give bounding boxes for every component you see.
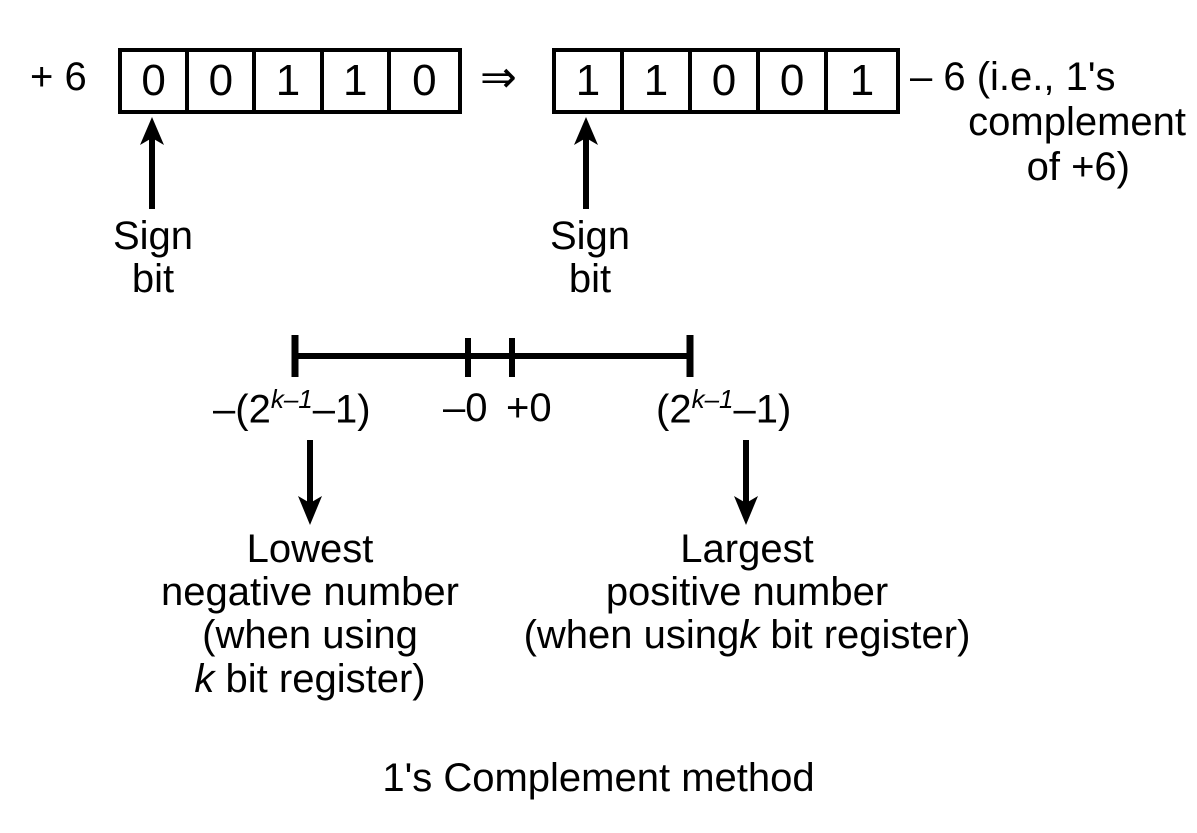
left-sign-bit-label-line2: bit [131,257,175,302]
largest-caption-line3-rest: bit register) [759,613,971,658]
implies-arrow-icon: ⇒ [480,53,517,102]
right-sign-bit-label-line1: Sign [549,214,631,258]
bit-cell: 1 [256,52,324,110]
lowest-caption-line3: (when using [202,613,418,658]
tick-label-largest-exponent: k–1 [691,384,734,414]
largest-value-arrow-down-icon [728,440,764,525]
lowest-caption-line2: negative number [161,570,459,615]
tick-label-lowest-exponent: k–1 [270,384,313,414]
largest-caption-line2: positive number [605,570,889,615]
bit-cell: 0 [412,56,437,105]
largest-positive-number-caption: Largest positive number (when usingk bit… [497,527,997,658]
bit-cell: 1 [624,52,693,110]
left-register: 0 0 1 1 0 [118,48,462,114]
right-value-label-line2: complement [968,99,1186,144]
tick-label-lowest: –(2k–1–1) [213,386,371,429]
left-value-label: + 6 [30,55,87,99]
left-sign-bit-arrow-up-icon [134,117,170,209]
right-value-label: – 6 (i.e., 1's complement of +6) [910,55,1190,189]
bit-cell: 1 [324,52,391,110]
right-sign-bit-label: Sign bit [505,214,675,302]
bit-cell: 1 [849,56,875,105]
number-line [290,332,700,380]
tick-label-largest-prefix: (2 [656,387,692,432]
largest-caption-line3-italic-k: k [739,613,760,658]
lowest-caption-line4-rest: bit register) [214,656,426,701]
bit-cell: 0 [760,52,829,110]
largest-caption-line1: Largest [680,527,814,571]
bit-cell: 1 [556,52,625,110]
tick-label-largest-suffix: –1) [733,387,792,432]
figure-caption: 1's Complement method [382,756,815,800]
bit-cell: 0 [189,52,257,110]
bit-cell: 0 [122,52,190,110]
right-register: 1 1 0 0 1 [552,48,900,114]
largest-caption-line3-prefix: (when using [523,613,740,658]
right-sign-bit-label-line2: bit [568,257,612,302]
lowest-value-arrow-down-icon [292,440,328,525]
left-sign-bit-label: Sign bit [68,214,238,302]
tick-label-plus-zero: +0 [506,386,552,430]
left-sign-bit-label-line1: Sign [112,214,194,258]
tick-label-minus-zero: –0 [443,386,488,430]
lowest-caption-line4: k bit register) [60,656,560,701]
largest-caption-line3: (when usingk bit register) [497,614,997,657]
lowest-caption-line1: Lowest [246,527,374,571]
tick-label-lowest-suffix: –1) [312,387,371,432]
right-value-label-line1: – 6 (i.e., 1's [910,55,1116,99]
tick-label-lowest-prefix: –(2 [213,387,271,432]
right-value-label-line3: of +6) [1026,144,1130,189]
lowest-negative-number-caption: Lowest negative number (when using k bit… [60,527,560,701]
tick-label-largest: (2k–1–1) [656,386,791,429]
bit-cell: 0 [692,52,761,110]
right-sign-bit-arrow-up-icon [568,117,604,209]
lowest-caption-line4-italic-k: k [194,656,215,701]
